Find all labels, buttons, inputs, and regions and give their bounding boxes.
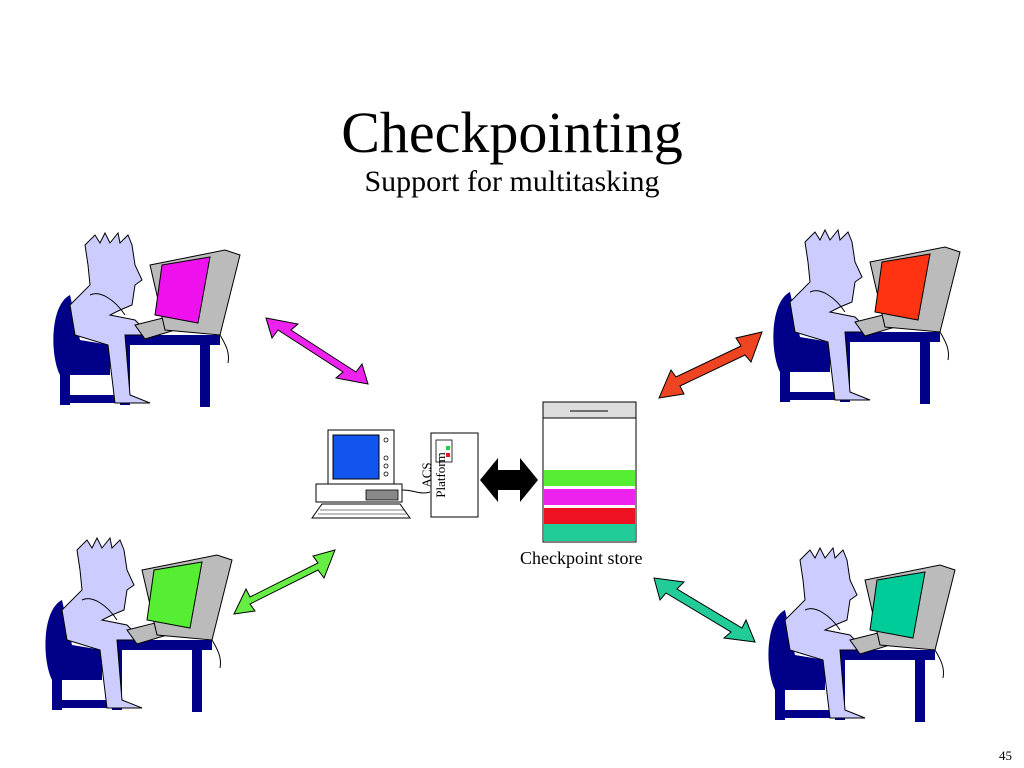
checkpoint-store bbox=[542, 401, 637, 543]
user-bottom-right bbox=[767, 547, 956, 723]
checkpoint-store-label: Checkpoint store bbox=[520, 548, 643, 568]
screen-top-left bbox=[154, 256, 211, 324]
workstation-screen bbox=[332, 434, 380, 480]
store-band-red bbox=[544, 508, 635, 524]
acs-label-line2: Platform bbox=[433, 452, 448, 498]
user-bottom-left bbox=[44, 537, 233, 713]
acs-platform-label: ACS Platform bbox=[419, 445, 490, 505]
acs-platform-box bbox=[430, 432, 479, 518]
central-workstation bbox=[311, 429, 431, 519]
screen-top-right bbox=[874, 253, 931, 321]
user-top-right bbox=[772, 229, 961, 405]
arrow-bottom-right bbox=[653, 577, 756, 643]
screen-bottom-left bbox=[146, 561, 203, 629]
arrow-platform-store bbox=[480, 458, 538, 502]
page-number: 45 bbox=[999, 748, 1012, 763]
screen-bottom-right bbox=[869, 571, 926, 639]
arrow-top-right bbox=[658, 331, 763, 399]
acs-label-line1: ACS bbox=[419, 462, 434, 488]
store-band-green bbox=[544, 470, 635, 486]
arrow-bottom-left bbox=[233, 549, 336, 615]
slide-title: Checkpointing bbox=[341, 100, 683, 165]
arrow-top-left bbox=[265, 317, 369, 385]
slide-subtitle: Support for multitasking bbox=[364, 165, 660, 198]
store-band-teal bbox=[544, 524, 635, 541]
store-band-magenta bbox=[544, 489, 635, 505]
user-top-left bbox=[52, 232, 241, 408]
